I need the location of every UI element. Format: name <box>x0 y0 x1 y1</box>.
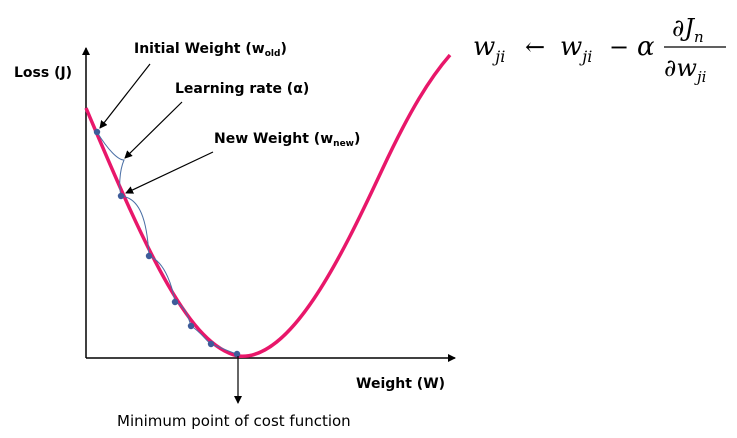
svg-text:wji: wji <box>560 32 592 66</box>
svg-text:α: α <box>637 32 655 62</box>
new-weight-arrow <box>125 151 214 194</box>
gradient-step-path <box>96 131 238 355</box>
y-axis-label: Loss (J) <box>14 65 72 81</box>
weight-point-2 <box>117 192 125 200</box>
update-rule-formula: wji ← wji − α ∂Jn ∂wji <box>473 14 726 86</box>
weight-point-minimum <box>233 350 241 358</box>
svg-text:−: − <box>609 33 629 61</box>
cost-function-curve <box>84 53 452 358</box>
svg-text:∂Jn: ∂Jn <box>672 14 704 46</box>
learning-rate-arrow <box>124 101 183 159</box>
weight-point-6 <box>207 340 215 348</box>
svg-text:wji: wji <box>473 32 505 66</box>
initial-weight-label: Initial Weight (wold) <box>134 41 287 59</box>
weight-point-5 <box>187 322 195 330</box>
weight-point-4 <box>171 298 179 306</box>
svg-text:←: ← <box>525 33 545 61</box>
x-axis-label: Weight (W) <box>356 376 445 392</box>
new-weight-label: New Weight (wnew) <box>214 131 360 149</box>
learning-rate-label: Learning rate (α) <box>175 81 309 97</box>
minimum-point-caption: Minimum point of cost function <box>117 412 351 430</box>
weight-point-3 <box>145 252 153 260</box>
weight-point-initial <box>93 128 101 136</box>
initial-weight-arrow <box>99 63 151 129</box>
svg-text:∂wji: ∂wji <box>664 54 707 86</box>
